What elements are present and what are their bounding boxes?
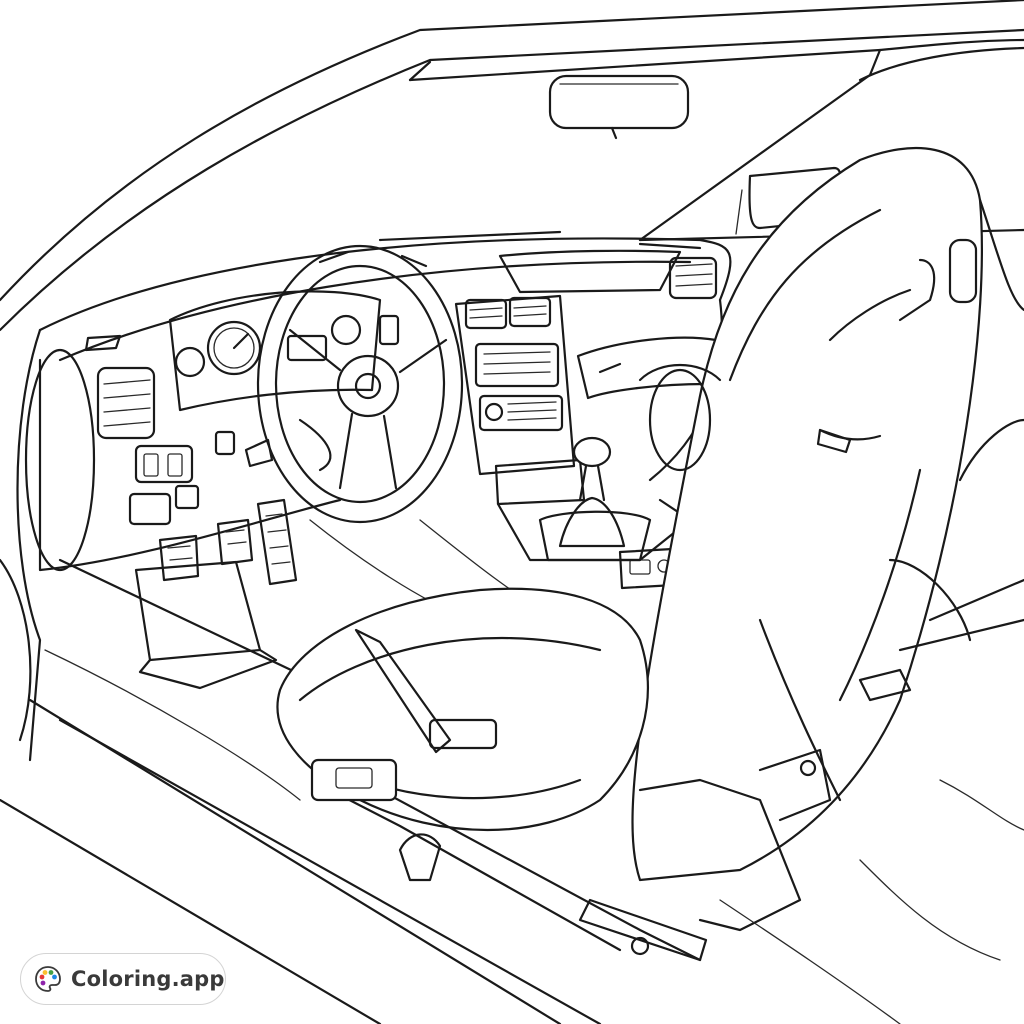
dashboard <box>24 230 732 572</box>
pedals <box>134 498 298 690</box>
watermark-brand-text: Coloring.app <box>71 967 225 991</box>
rear-interior <box>638 198 1024 831</box>
watermark-badge[interactable]: Coloring.app <box>20 953 226 1005</box>
rearview-mirror <box>548 74 690 140</box>
instrument-cluster <box>168 290 400 412</box>
gear-shifter <box>538 436 652 562</box>
seat-rails <box>310 748 1001 1024</box>
steering-wheel <box>244 244 464 524</box>
palette-icon <box>35 966 61 992</box>
